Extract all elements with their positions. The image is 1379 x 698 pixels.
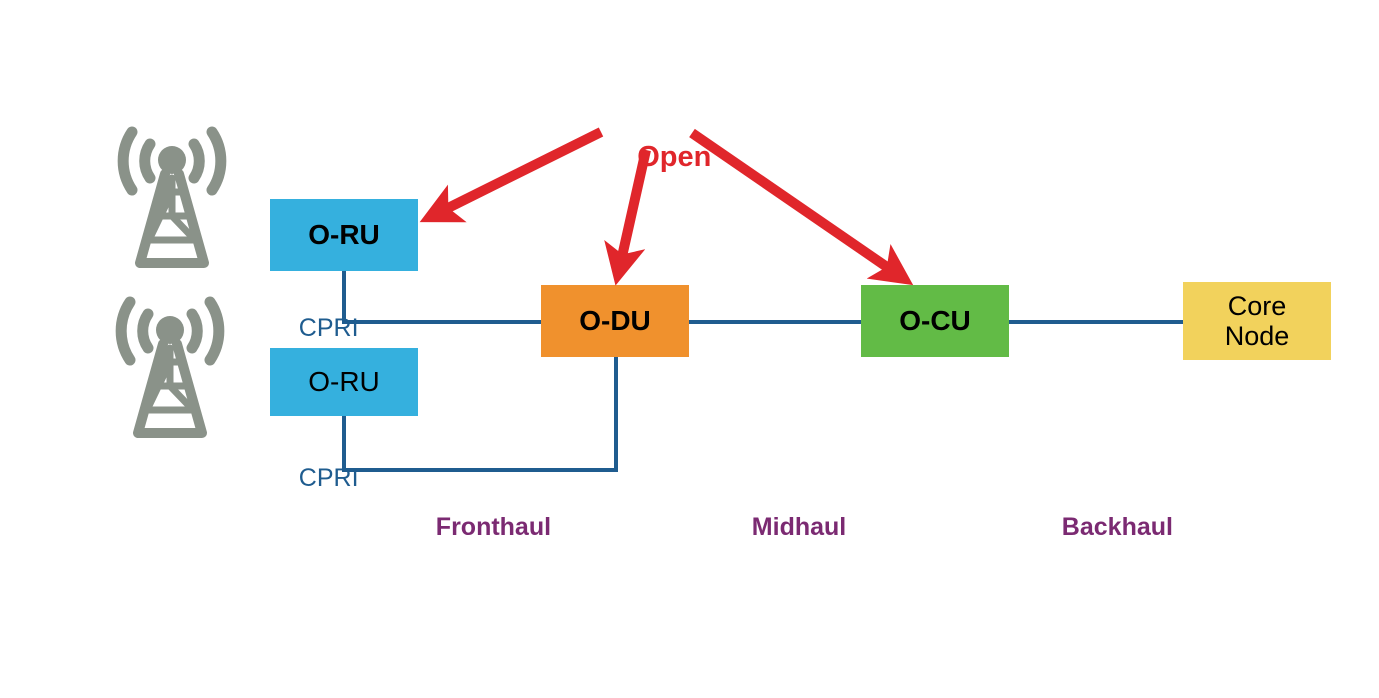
arrow-to-o-du <box>604 148 651 286</box>
open-annotation-label: Open <box>605 108 711 207</box>
node-label: O-RU <box>308 219 380 251</box>
cpri-text: CPRI <box>298 314 359 342</box>
tower-icon <box>115 296 225 438</box>
link-label-cpri-bottom: CPRI <box>271 435 359 522</box>
node-o-ru-bottom[interactable]: O-RU <box>270 348 418 416</box>
node-label: O-CU <box>899 305 971 337</box>
link-label-cpri-top: CPRI <box>271 285 359 372</box>
node-core-node[interactable]: Core Node <box>1183 282 1331 360</box>
node-label: O-DU <box>579 305 651 337</box>
segment-label-backhaul: Backhaul <box>1034 484 1173 571</box>
node-o-du[interactable]: O-DU <box>541 285 689 357</box>
cpri-text: CPRI <box>298 464 359 492</box>
tower-icon <box>117 126 227 268</box>
node-o-cu[interactable]: O-CU <box>861 285 1009 357</box>
arrow-to-o-ru <box>419 127 604 223</box>
midhaul-text: Midhaul <box>751 513 847 541</box>
backhaul-text: Backhaul <box>1061 513 1173 541</box>
segment-label-midhaul: Midhaul <box>724 484 846 571</box>
fronthaul-text: Fronthaul <box>435 513 552 541</box>
node-label: Core Node <box>1224 290 1290 351</box>
node-label: O-RU <box>308 366 380 398</box>
segment-label-fronthaul: Fronthaul <box>408 484 551 571</box>
open-text: Open <box>637 141 712 173</box>
node-o-ru-top[interactable]: O-RU <box>270 199 418 271</box>
arrow-to-o-cu <box>689 128 914 286</box>
